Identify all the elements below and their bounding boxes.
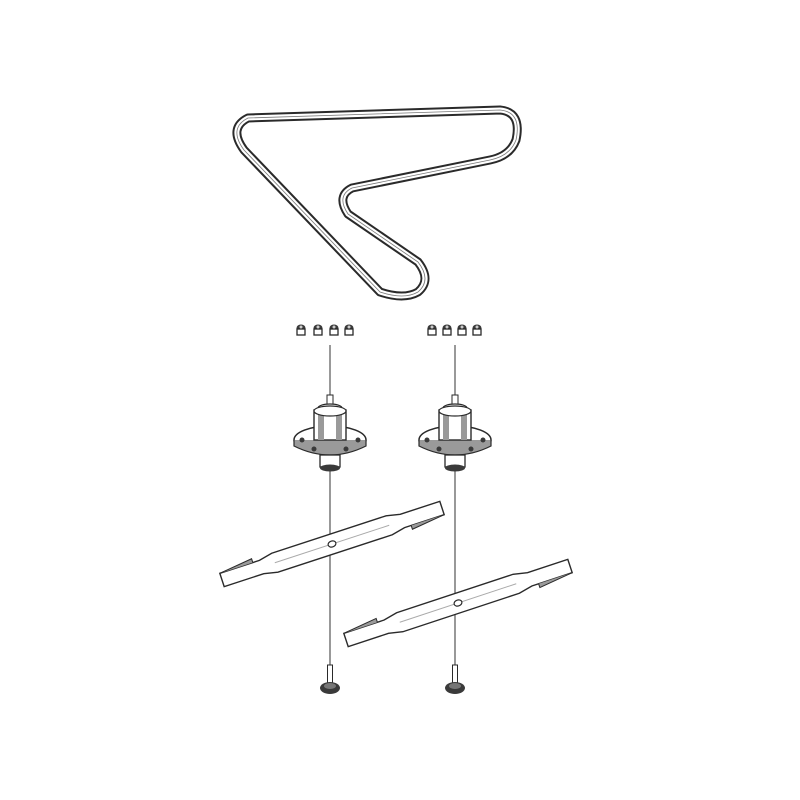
assembly-axis-lines — [329, 345, 456, 675]
drive-belt-icon — [232, 105, 522, 301]
nut-icon — [442, 324, 452, 336]
blade-bolt-icon — [445, 664, 465, 694]
nut-icon — [296, 324, 306, 336]
blade-bolt-icon — [320, 664, 340, 694]
nut-icon — [313, 324, 323, 336]
mower-blade-icon — [342, 558, 574, 648]
spindle-assembly-icon — [418, 394, 492, 472]
mower-blade-icon — [218, 500, 446, 588]
nut-icon — [329, 324, 339, 336]
nut-icon — [472, 324, 482, 336]
nut-icon — [457, 324, 467, 336]
nut-icon — [427, 324, 437, 336]
nut-icon — [344, 324, 354, 336]
spindle-assembly-icon — [293, 394, 367, 472]
